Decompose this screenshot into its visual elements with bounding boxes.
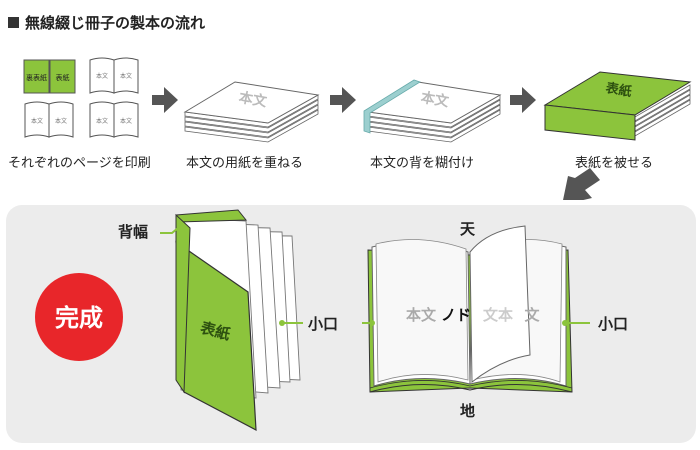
spine-pointer xyxy=(160,226,185,235)
stacked-sheets: 本文 xyxy=(183,81,320,143)
arrow-right-icon xyxy=(330,87,356,113)
sheet-text: 本文 xyxy=(55,117,67,125)
flow-diagram: 裏表紙 表紙 本文 本文 本文 本文 本文 本文 xyxy=(23,57,692,200)
bottom-edge-label: 地 xyxy=(460,402,476,420)
glue-spine xyxy=(363,79,421,134)
fanned-book: 表紙 xyxy=(175,209,301,432)
glued-stack: 本文 xyxy=(363,79,502,143)
sheet-text: 本文 xyxy=(96,117,108,125)
step-label: 本文の用紙を重ねる xyxy=(186,156,304,171)
title-square-icon xyxy=(8,16,19,28)
gutter-label: ノド xyxy=(441,306,471,324)
top-edge-label: 天 xyxy=(460,220,476,238)
completed-badge xyxy=(35,273,123,361)
step-label: それぞれのページを印刷 xyxy=(8,156,151,171)
glued-stack-label: 本文 xyxy=(420,89,452,111)
stack-label: 本文 xyxy=(238,89,270,111)
front-cover-text: 表紙 xyxy=(56,73,70,82)
covered-book-label: 表紙 xyxy=(604,80,633,100)
sheet-text: 本文 xyxy=(120,117,132,125)
sheet-text: 本文 xyxy=(120,72,132,80)
back-cover-text: 裏表紙 xyxy=(26,73,47,82)
covered-book: 表紙 xyxy=(543,71,692,141)
step-label: 表紙を被せる xyxy=(575,156,654,171)
open-book xyxy=(367,225,573,393)
step-label: 本文の背を糊付け xyxy=(370,156,475,171)
printed-pages-group: 裏表紙 表紙 本文 本文 本文 本文 本文 本文 xyxy=(23,57,139,138)
page-text-mirror: 本文 xyxy=(482,306,513,324)
arrow-down-left-icon xyxy=(563,168,600,200)
completed-badge-text: 完成 xyxy=(55,304,103,332)
spine-width-label: 背幅 xyxy=(118,223,149,241)
cover-spread: 裏表紙 表紙 xyxy=(23,59,76,94)
body-spread-top-right: 本文 本文 xyxy=(89,57,139,94)
sheet-text: 本文 xyxy=(31,117,43,125)
arrow-right-icon xyxy=(152,87,178,113)
sheet-text: 本文 xyxy=(96,72,108,80)
page-text-left: 本文 xyxy=(406,306,437,324)
body-spread-bottom-right: 本文 本文 xyxy=(89,101,139,138)
body-spread-bottom-left: 本文 本文 xyxy=(24,101,74,138)
fore-edge-label-left: 小口 xyxy=(308,315,339,333)
fore-edge-label-right: 小口 xyxy=(598,315,629,333)
page-title: 無線綴じ冊子の製本の流れ xyxy=(8,12,205,32)
title-text: 無線綴じ冊子の製本の流れ xyxy=(25,13,206,32)
page-text-right: 文 xyxy=(524,306,540,324)
arrow-right-icon xyxy=(510,87,536,113)
